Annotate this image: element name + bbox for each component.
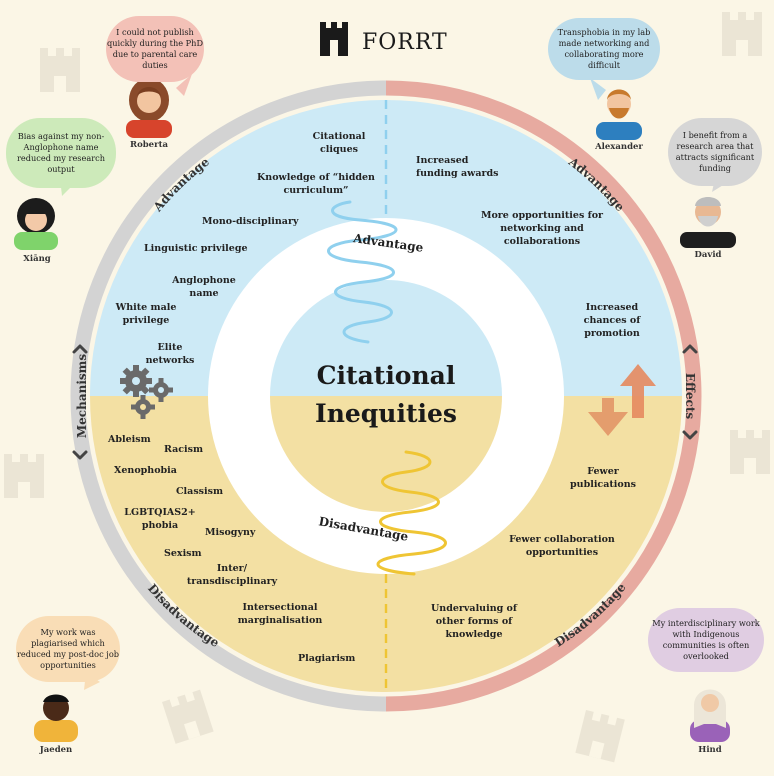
mechanism-lgbtqias2-phobia: LGBTQIAS2+ phobia [124, 507, 196, 531]
mechanism-intersectional-marginalisation: Intersectional marginalisation [237, 602, 323, 626]
person-name-hind: Hind [698, 745, 722, 755]
advantage-spiral-icon [327, 200, 398, 344]
mechanism-elite-networks: Elite networks [145, 342, 195, 366]
effect-increased-funding: Increased funding awards [416, 155, 499, 179]
castle-icon [4, 454, 44, 498]
castle-icon [162, 689, 214, 744]
avatar-roberta [126, 78, 172, 138]
quote-alexander: Transphobia in my lab made networking an… [557, 27, 651, 70]
mechanism-white-male-privilege: White male privilege [115, 302, 177, 326]
mechanism-linguistic-privilege: Linguistic privilege [144, 243, 248, 254]
brand-name: FORRT [362, 30, 448, 55]
disadvantage-spiral-icon [376, 450, 447, 576]
quote-bubble-david: I benefit from a research area that attr… [668, 118, 762, 186]
avatar-hind [690, 689, 730, 742]
center-title-line2: Inequities [315, 399, 457, 428]
mechanism-inter-transdisciplinary: Inter/ transdisciplinary [186, 563, 278, 587]
quote-bubble-alexander: Transphobia in my lab made networking an… [548, 18, 660, 80]
mechanism-ableism: Ableism [108, 434, 151, 445]
person-name-roberta: Roberta [130, 140, 168, 150]
chevron-up-icon [72, 344, 88, 354]
mechanism-citational-cliques: Citational cliques [312, 131, 366, 155]
effect-fewer-collaboration: Fewer collaboration opportunities [509, 534, 615, 558]
mechanism-anglophone-name: Anglophone name [172, 275, 236, 299]
ring-label-mechanisms: Mechanisms [75, 354, 89, 438]
mechanism-racism: Racism [164, 444, 204, 455]
mechanism-misogyny: Misogyny [205, 527, 256, 538]
chevron-down-icon [682, 430, 698, 440]
ring-label-effects: Effects [683, 373, 697, 419]
forrt-logo-castle-icon [320, 22, 348, 56]
person-name-jaeden: Jaeden [39, 745, 73, 755]
castle-icon [730, 430, 770, 474]
gears-icon [120, 365, 173, 419]
mechanism-mono-disciplinary: Mono-disciplinary [202, 216, 299, 227]
effect-promotion-chances: Increased chances of promotion [583, 302, 641, 339]
quote-bubble-xiang: Bias against my non-Anglophone name redu… [6, 118, 116, 188]
quote-bubble-roberta: I could not publish quickly during the P… [106, 16, 204, 82]
avatar-david [680, 197, 736, 248]
avatar-jaeden [34, 694, 78, 742]
person-name-david: David [694, 250, 722, 260]
castle-icon [722, 12, 762, 56]
castle-icon [40, 48, 80, 92]
chevron-down-icon [72, 450, 88, 460]
avatar-xiang [14, 198, 58, 250]
avatar-alexander [596, 89, 642, 140]
quote-hind: My interdisciplinary work with Indigenou… [652, 618, 760, 661]
effect-fewer-publications: Fewer publications [570, 466, 636, 490]
mechanism-classism: Classism [176, 486, 224, 497]
quote-bubble-hind: My interdisciplinary work with Indigenou… [648, 608, 764, 672]
mechanism-xenophobia: Xenophobia [114, 465, 177, 476]
outer-ring [70, 80, 702, 712]
center-title-line1: Citational [316, 361, 456, 390]
quote-roberta: I could not publish quickly during the P… [106, 27, 204, 70]
person-name-alexander: Alexander [595, 142, 643, 152]
mechanism-plagiarism: Plagiarism [298, 653, 356, 664]
quote-jaeden: My work was plagiarised which reduced my… [16, 627, 120, 670]
castle-icon [575, 710, 625, 763]
effect-networking-opportunities: More opportunities for networking and co… [480, 210, 604, 247]
up-down-arrows-icon [588, 364, 656, 436]
center-disadvantage [270, 396, 502, 512]
mechanism-hidden-curriculum: Knowledge of “hidden curriculum” [257, 172, 375, 196]
center-advantage [270, 280, 502, 396]
chevron-up-icon [682, 344, 698, 354]
quote-bubble-jaeden: My work was plagiarised which reduced my… [16, 616, 120, 682]
mechanism-sexism: Sexism [164, 548, 202, 559]
person-name-xiang: Xiāng [23, 254, 51, 264]
background-castles [4, 12, 770, 763]
quote-xiang: Bias against my non-Anglophone name redu… [17, 131, 105, 174]
effect-undervaluing-knowledge: Undervaluing of other forms of knowledge [431, 603, 517, 640]
quote-david: I benefit from a research area that attr… [675, 130, 755, 173]
